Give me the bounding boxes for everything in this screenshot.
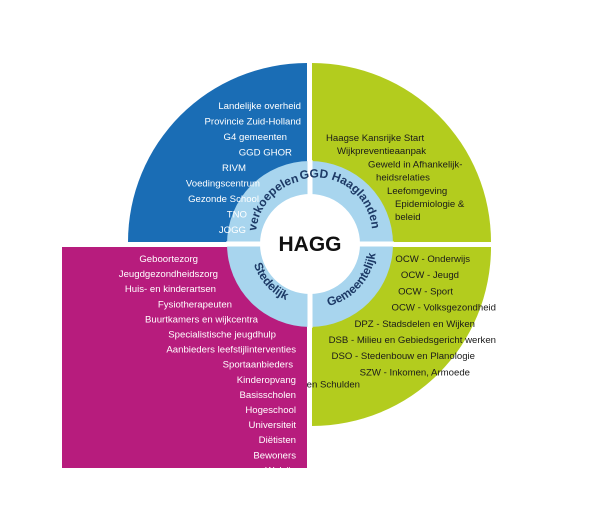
gemeentelijk-item: DPZ - Stadsdelen en Wijken: [354, 319, 475, 330]
stedelijk-item: Bewoners: [253, 450, 296, 461]
stedelijk-item: Sportaanbieders: [223, 360, 294, 371]
stedelijk-item: Diëtisten: [259, 435, 296, 446]
ggd-haaglanden-item: beleid: [395, 212, 421, 223]
stedelijk-item: Geboortezorg: [139, 254, 198, 265]
overkoepelend-item: Gezonde School: [188, 194, 259, 205]
overkoepelend-item: Voedingscentrum: [186, 179, 260, 190]
gemeentelijk-item: OCW - Sport: [398, 286, 453, 297]
stedelijk-item: Welzijn: [265, 465, 296, 476]
gemeentelijk-item: OCW - Volksgezondheid: [391, 303, 496, 314]
ggd-haaglanden-item: heidsrelaties: [376, 173, 430, 184]
stedelijk-item: Basisscholen: [239, 390, 296, 401]
ggd-haaglanden-item: Haagse Kansrijke Start: [326, 133, 424, 144]
gemeentelijk-item: DSB - Milieu en Gebiedsgericht werken: [329, 335, 496, 346]
stedelijk-item: Specialistische jeugdhulp: [168, 330, 276, 341]
stedelijk-item: Universiteit: [249, 420, 297, 431]
gemeentelijk-item: SZW - Inkomen, Armoede: [360, 367, 470, 378]
overkoepelend-item: Provincie Zuid-Holland: [204, 117, 301, 128]
overkoepelend-item: G4 gemeenten: [224, 132, 287, 143]
gemeentelijk-item: OCW - Jeugd: [401, 270, 459, 281]
gemeentelijk-item: DSO - Stedenbouw en Planologie: [332, 351, 475, 362]
overkoepelend-item: JOGG: [219, 225, 246, 236]
ggd-haaglanden-item: Epidemiologie &: [395, 199, 465, 210]
gemeentelijk-item: en Schulden: [307, 379, 360, 390]
ggd-haaglanden-item: Leefomgeving: [387, 186, 447, 197]
overkoepelend-item: Landelijke overheid: [218, 101, 301, 112]
stedelijk-item: Fysiotherapeuten: [158, 299, 232, 310]
overkoepelend-item: TNO: [227, 210, 247, 221]
gemeentelijk-item: OCW - Onderwijs: [395, 254, 470, 265]
center-disc: [260, 194, 360, 294]
stedelijk-item: Hogeschool: [245, 405, 296, 416]
stedelijk-quadrant: [62, 247, 307, 468]
center-label: HAGG: [279, 233, 342, 256]
stedelijk-item: Aanbieders leefstijlinterventies: [166, 345, 296, 356]
stedelijk-item: Buurtkamers en wijkcentra: [145, 314, 259, 325]
overkoepelend-item: RIVM: [222, 163, 246, 174]
overkoepelend-item: GGD GHOR: [239, 148, 292, 159]
stedelijk-item: Kinderopvang: [237, 375, 296, 386]
ggd-haaglanden-item: Geweld in Afhankelijk-: [368, 159, 462, 170]
stedelijk-item: Huis- en kinderartsen: [125, 284, 216, 295]
ggd-haaglanden-item: Wijkpreventieaanpak: [337, 146, 426, 157]
stedelijk-item: Jeugdgezondheidszorg: [119, 269, 218, 280]
